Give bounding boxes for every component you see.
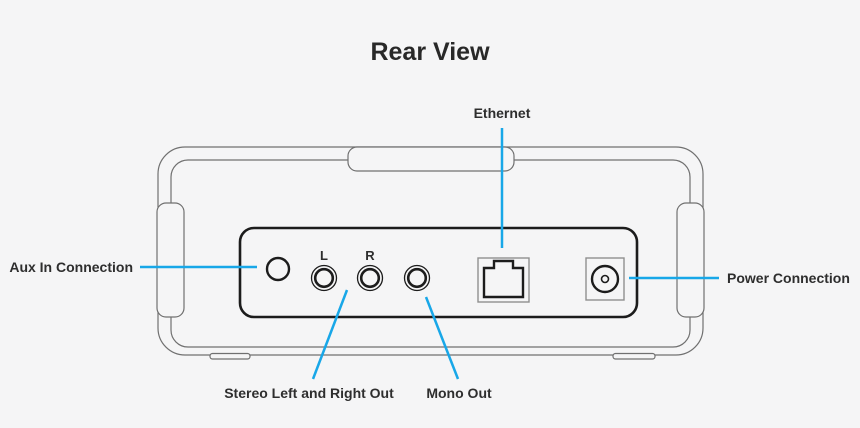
power-port — [585, 257, 625, 301]
ethernet-jack-icon — [482, 259, 525, 299]
handle-recess — [347, 146, 515, 172]
stereo-left-jack-ring — [310, 264, 338, 292]
label-left-channel: L — [320, 248, 328, 263]
label-power: Power Connection — [727, 270, 850, 286]
right-foot — [612, 352, 656, 360]
stereo-left-jack — [310, 264, 338, 292]
stereo-left-jack-hole — [313, 267, 335, 289]
ethernet-port — [477, 257, 530, 303]
stereo-right-jack-ring — [356, 264, 384, 292]
stereo-leader-line — [311, 289, 349, 380]
device-inner-outline — [170, 159, 691, 348]
left-bumper — [156, 202, 185, 318]
mono-leader-line — [424, 296, 460, 380]
label-aux-in: Aux In Connection — [9, 259, 133, 275]
mono-out-jack-ring — [403, 264, 431, 292]
power-barrel-pin — [600, 274, 610, 284]
label-right-channel: R — [365, 248, 375, 263]
stereo-right-jack — [356, 264, 384, 292]
ethernet-port-frame — [477, 257, 530, 303]
label-stereo-out: Stereo Left and Right Out — [224, 385, 394, 401]
label-mono-out: Mono Out — [426, 385, 492, 401]
page-title: Rear View — [370, 38, 490, 66]
left-foot — [209, 352, 251, 360]
mono-out-jack — [403, 264, 431, 292]
mono-out-jack-hole — [406, 267, 428, 289]
right-bumper — [676, 202, 705, 318]
stereo-right-jack-hole — [359, 267, 381, 289]
label-ethernet: Ethernet — [473, 105, 531, 121]
power-port-frame — [585, 257, 625, 301]
power-barrel-ring — [590, 264, 620, 294]
connection-panel — [238, 226, 639, 319]
aux-in-port — [265, 256, 291, 282]
